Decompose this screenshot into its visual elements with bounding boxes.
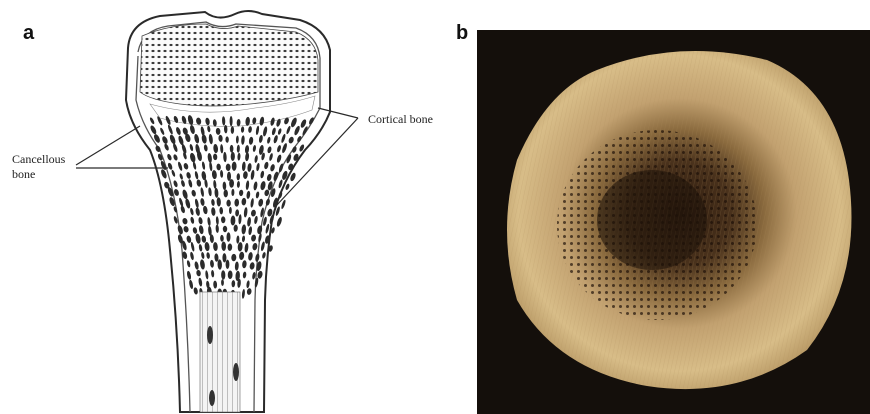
cortical-bone-label: Cortical bone	[368, 112, 433, 127]
trabecula	[276, 216, 283, 227]
bone-longitudinal-drawing	[0, 0, 480, 414]
medullary-canal	[200, 292, 240, 412]
bone-cross-section-photo	[477, 30, 870, 414]
trabecula	[285, 183, 290, 190]
cancellous-bone-label: Cancellous bone	[12, 152, 65, 182]
